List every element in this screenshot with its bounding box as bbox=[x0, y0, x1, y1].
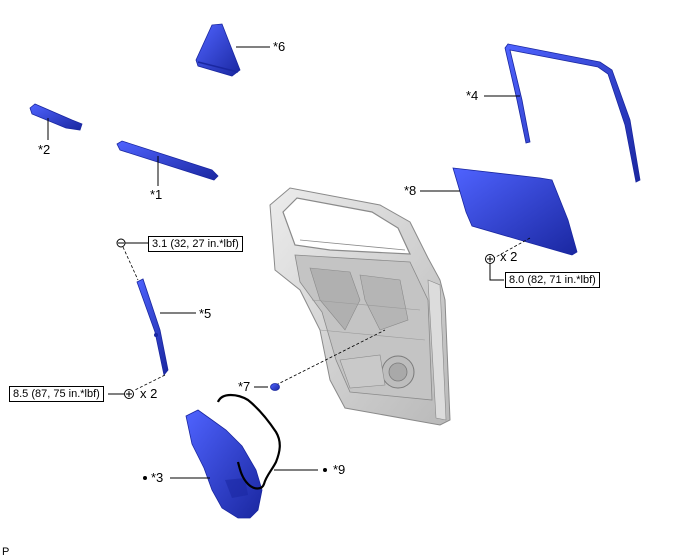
dash-clip bbox=[275, 329, 386, 386]
part-8-door-glass bbox=[452, 167, 578, 256]
part-3-service-cover bbox=[185, 409, 263, 519]
part-2-moulding bbox=[29, 103, 83, 131]
part-1-belt-moulding bbox=[116, 140, 219, 181]
torque-top-bolt: 3.1 (32, 27 in.*lbf) bbox=[148, 236, 243, 252]
label-part-2: *2 bbox=[38, 142, 51, 157]
dash-glass-bolt bbox=[493, 237, 531, 259]
label-part-8: *8 bbox=[404, 183, 417, 198]
rear-door-panel bbox=[269, 187, 451, 426]
quantity-channel-bolt: x 2 bbox=[140, 386, 158, 401]
dash-channel-bolt bbox=[134, 374, 166, 391]
part-7-clip bbox=[270, 383, 280, 391]
label-part-1: *1 bbox=[150, 187, 163, 202]
part-6-corner-cover bbox=[195, 23, 241, 77]
label-part-9: *9 bbox=[333, 462, 346, 477]
part-9-cord bbox=[216, 393, 281, 490]
label-part-3: *3 bbox=[151, 470, 164, 485]
label-part-5: *5 bbox=[199, 306, 212, 321]
dot-3 bbox=[143, 476, 147, 480]
bolt-icon-channel bbox=[124, 389, 134, 399]
torque-glass-bolt: 8.0 (82, 71 in.*lbf) bbox=[505, 272, 600, 288]
dash-top-bolt bbox=[122, 246, 139, 281]
label-part-6: *6 bbox=[273, 39, 286, 54]
label-part-7: *7 bbox=[238, 379, 251, 394]
label-part-4: *4 bbox=[466, 88, 479, 103]
dot-9 bbox=[323, 468, 327, 472]
torque-channel-bolt: 8.5 (87, 75 in.*lbf) bbox=[9, 386, 104, 402]
part-4-run-channel bbox=[504, 43, 641, 183]
illustration-code: P bbox=[2, 546, 10, 558]
bolt-icon-top bbox=[116, 238, 126, 248]
part-5-division-bar bbox=[136, 278, 169, 376]
bolt-icon-glass bbox=[485, 254, 495, 264]
quantity-glass-bolt: x 2 bbox=[500, 249, 518, 264]
leader-glass-torque bbox=[489, 264, 504, 281]
